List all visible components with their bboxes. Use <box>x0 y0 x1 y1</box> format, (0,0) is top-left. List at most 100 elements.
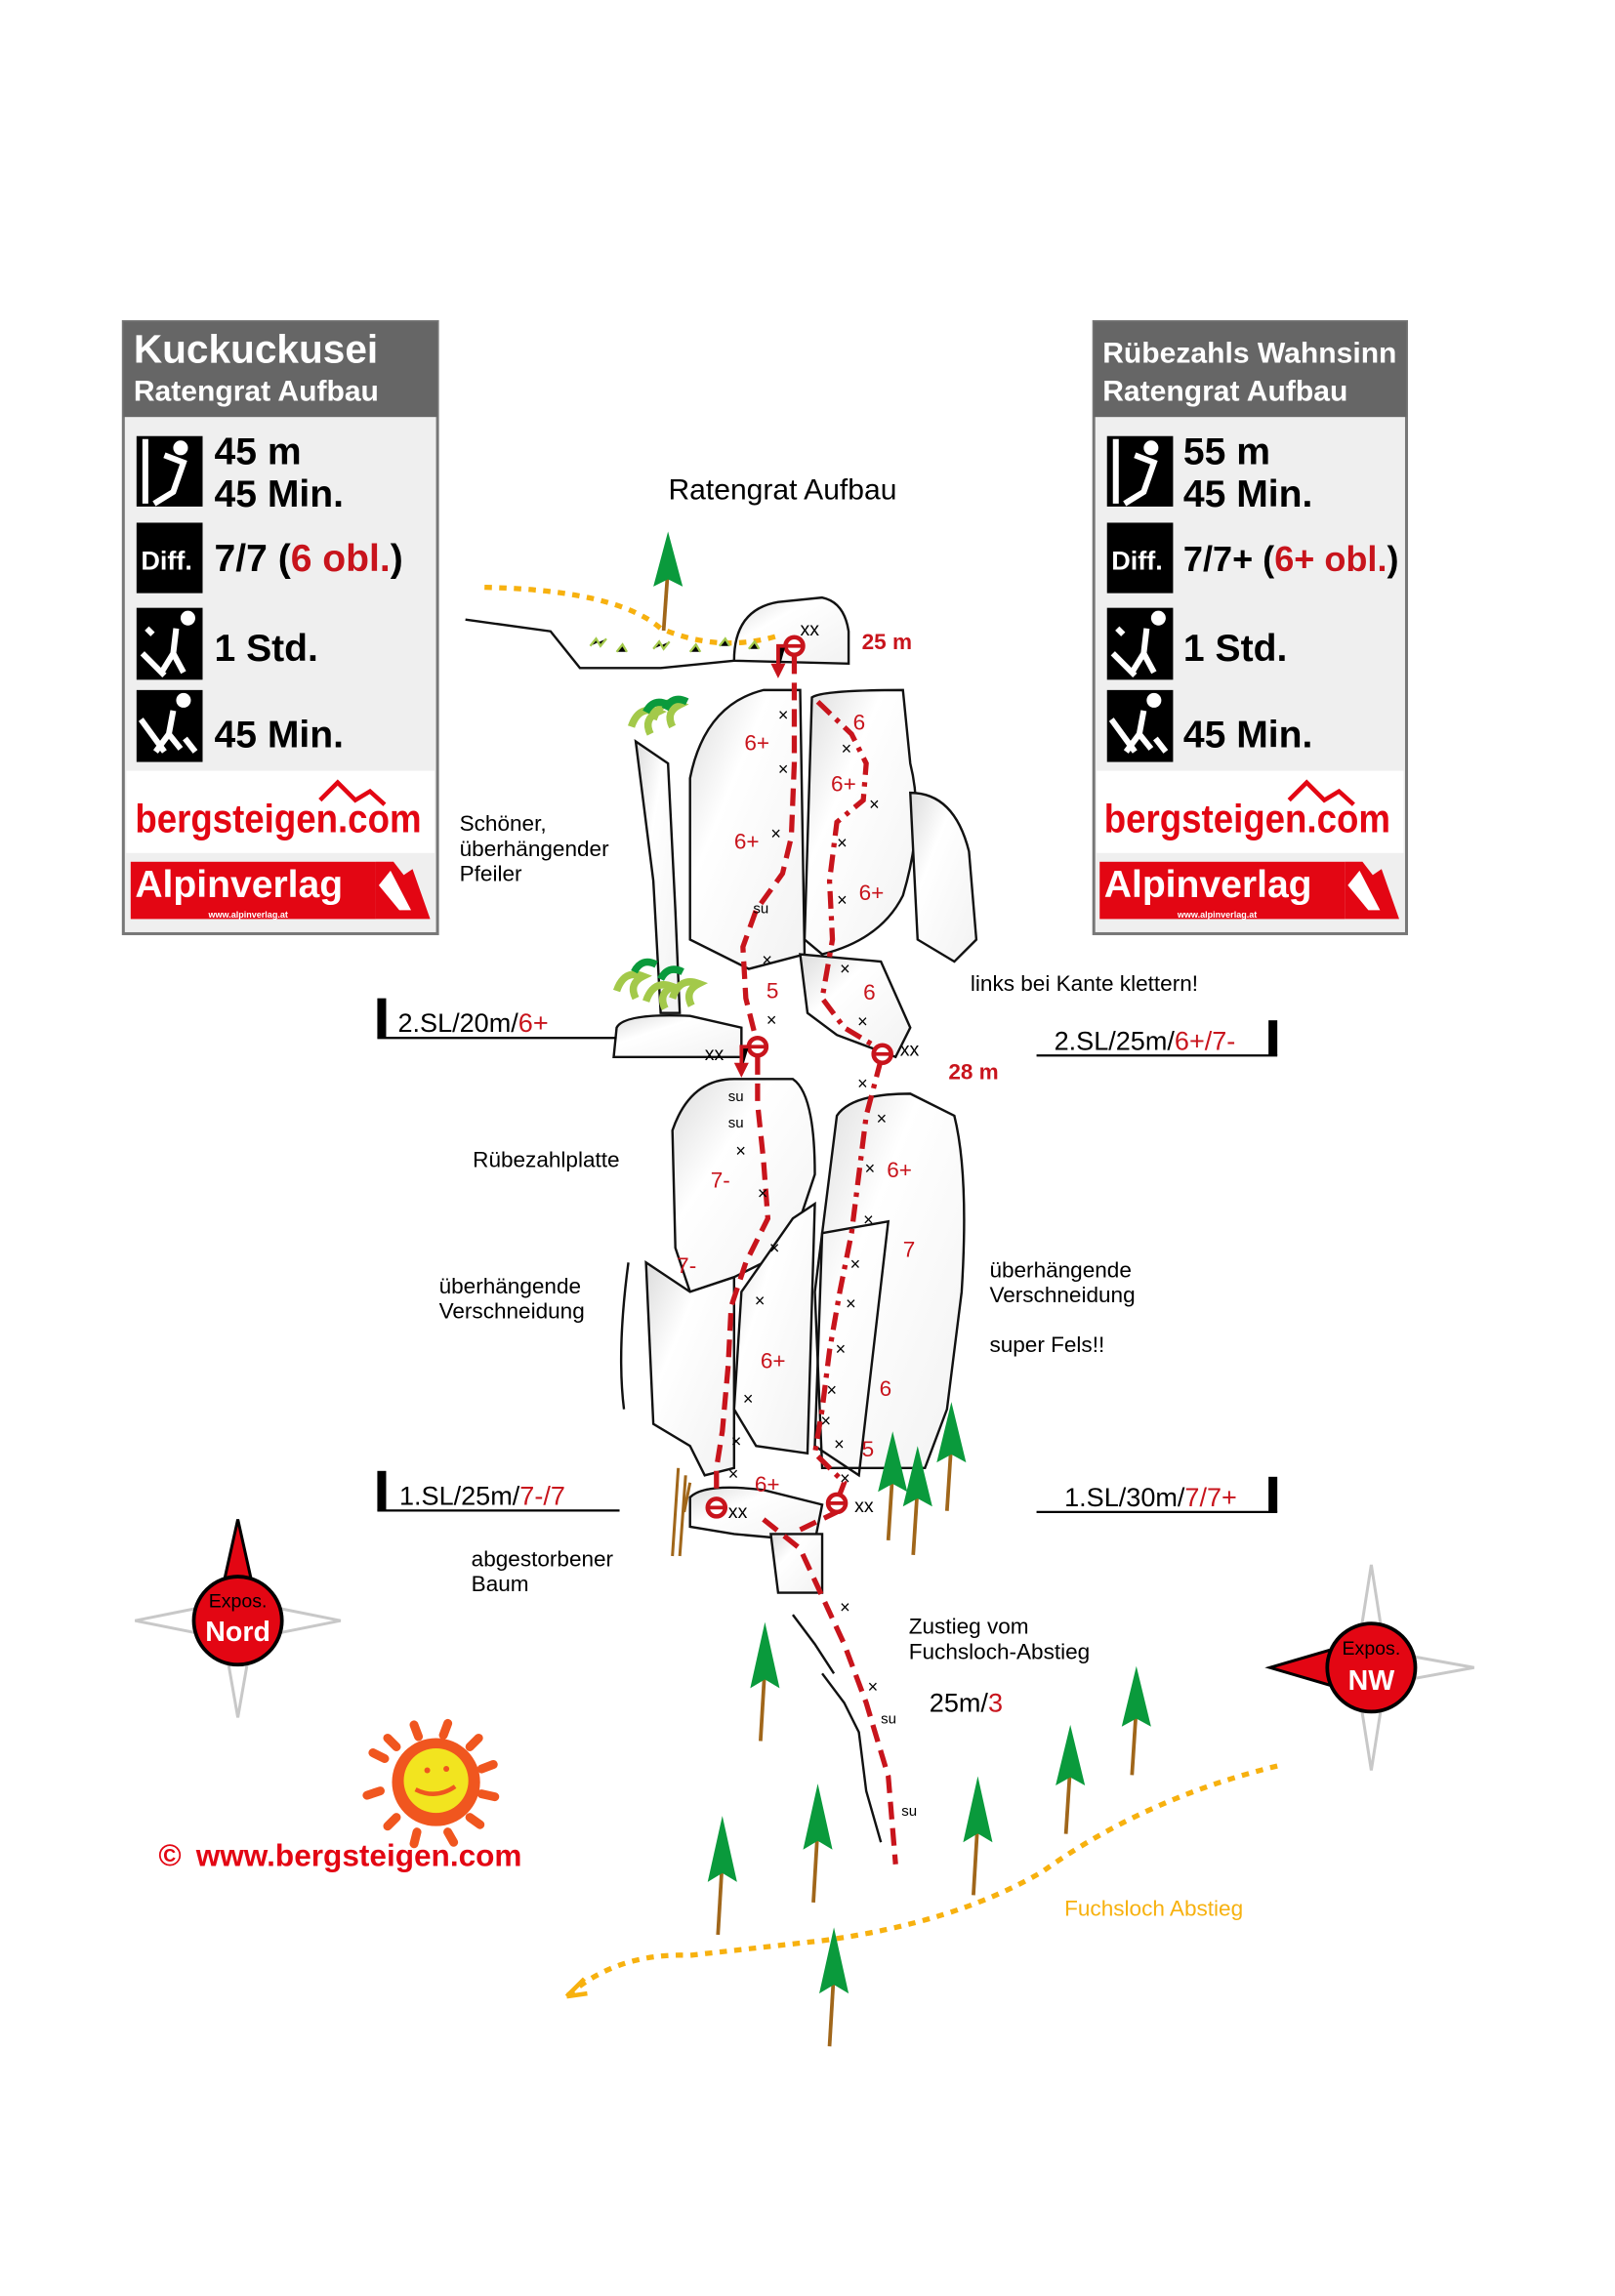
mountain-logo-icon <box>1287 779 1355 806</box>
svg-text:×: × <box>868 1677 879 1697</box>
left-info-panel: Kuckuckusei Ratengrat Aufbau 45 m 45 Min… <box>121 319 439 935</box>
svg-text:×: × <box>863 1210 874 1230</box>
svg-text:2.SL/25m/6+/7-: 2.SL/25m/6+/7- <box>1055 1026 1236 1055</box>
svg-text:su: su <box>901 1803 917 1820</box>
bergsteigen-logo: bergsteigen.com <box>1104 797 1390 841</box>
svg-text:×: × <box>827 1380 838 1400</box>
svg-text:1.SL/30m/7/7+: 1.SL/30m/7/7+ <box>1064 1483 1237 1512</box>
rappel-length-mid: 28 m <box>948 1059 998 1084</box>
bush-icons <box>612 695 709 1010</box>
dead-tree-icon <box>671 1467 692 1557</box>
svg-text:6+: 6+ <box>887 1158 912 1182</box>
approach-hiker-icon <box>136 607 203 680</box>
approach-route <box>762 1509 898 1865</box>
tree-icon <box>819 1927 849 2047</box>
arrow-icon <box>564 1977 588 1999</box>
svg-text:×: × <box>731 1432 742 1452</box>
compass-nord: Expos. Nord <box>135 1519 342 1718</box>
copyright: ©www.bergsteigen.com <box>158 1837 521 1872</box>
sand-hook-markers: su su su su su <box>728 900 917 1820</box>
svg-text:×: × <box>869 795 880 814</box>
svg-text:×: × <box>728 1464 739 1484</box>
svg-text:×: × <box>837 890 848 910</box>
svg-text:7-: 7- <box>711 1168 730 1193</box>
sun-logo-icon <box>362 1718 500 1849</box>
descent-hiker-icon <box>136 689 203 762</box>
route-area: Ratengrat Aufbau <box>1102 376 1347 408</box>
difficulty: 7/7 (6 obl.) <box>215 538 403 580</box>
svg-text:×: × <box>766 1010 777 1030</box>
svg-text:×: × <box>834 1435 845 1455</box>
svg-text:×: × <box>778 759 789 779</box>
svg-text:xx: xx <box>900 1039 920 1060</box>
tree-icon <box>936 1402 967 1511</box>
alpinverlag-logo: Alpinverlag <box>135 864 343 906</box>
fuchsloch-descent-path <box>564 1763 1278 1999</box>
alpinverlag-mountain-icon <box>378 870 412 911</box>
rock-formation <box>465 595 978 1843</box>
bolt-markers: ×× ×× ×× ×× ×× ×× ×× ×× ×× ×× ×× ×× ×× ×… <box>728 705 887 1696</box>
svg-text:su: su <box>728 1115 744 1131</box>
tree-icon <box>902 1446 932 1556</box>
svg-text:xx: xx <box>705 1044 725 1065</box>
difficulty-icon <box>1106 522 1174 594</box>
rappel-length-top: 25 m <box>862 630 912 654</box>
approach-time: 1 Std. <box>1183 628 1287 670</box>
tree-icon <box>963 1776 993 1896</box>
rappel-arrow-icons <box>707 643 891 1510</box>
route-name: Rübezahls Wahnsinn <box>1102 338 1396 370</box>
svg-text:×: × <box>755 1291 766 1310</box>
tree-icon <box>878 1431 908 1540</box>
route-area: Ratengrat Aufbau <box>134 376 379 408</box>
route-kuckuckusei <box>714 656 798 1500</box>
diff-label: Diff. <box>141 547 192 576</box>
difficulty: 7/7+ (6+ obl.) <box>1183 539 1399 579</box>
right-info-panel: Rübezahls Wahnsinn Ratengrat Aufbau 55 m… <box>1092 319 1408 935</box>
descent-time: 45 Min. <box>215 715 344 757</box>
svg-text:5: 5 <box>862 1437 875 1461</box>
compass-nw: Expos. NW <box>1264 1564 1474 1771</box>
svg-text:Expos.: Expos. <box>1343 1638 1401 1660</box>
approach-hiker-icon <box>1106 607 1174 680</box>
svg-text:×: × <box>758 1184 768 1204</box>
climber-icon <box>1106 435 1174 507</box>
climber-icon <box>136 435 203 507</box>
tree-icon <box>653 531 683 632</box>
svg-text:6+: 6+ <box>755 1472 780 1496</box>
descent-hiker-icon <box>1106 689 1174 762</box>
pitch-label-right-2: 2.SL/25m/6+/7- <box>1036 1020 1278 1057</box>
svg-text:×: × <box>857 1012 868 1032</box>
topo-title: Ratengrat Aufbau <box>668 473 896 506</box>
alpinverlag-url: www.alpinverlag.at <box>1177 910 1257 920</box>
svg-text:NW: NW <box>1348 1665 1395 1697</box>
svg-text:5: 5 <box>766 979 779 1004</box>
alpinverlag-logo: Alpinverlag <box>1104 864 1312 906</box>
tree-icon <box>750 1621 780 1742</box>
pitch-label-left-1: 1.SL/25m/7-/7 <box>377 1470 620 1512</box>
svg-text:×: × <box>762 951 772 970</box>
diff-label: Diff. <box>1111 547 1163 576</box>
route-length: 55 m <box>1183 430 1270 472</box>
svg-text:×: × <box>857 1074 868 1093</box>
svg-text:7: 7 <box>903 1237 916 1261</box>
route-ruebezahls-wahnsinn <box>811 699 884 1503</box>
grass-icons <box>589 636 761 653</box>
svg-text:6+: 6+ <box>831 772 856 797</box>
svg-text:×: × <box>769 1238 780 1257</box>
route-name: Kuckuckusei <box>134 327 378 372</box>
svg-text:×: × <box>743 1389 754 1409</box>
tree-icon <box>1056 1724 1086 1834</box>
svg-text:su: su <box>728 1088 744 1105</box>
svg-text:1.SL/25m/7-/7: 1.SL/25m/7-/7 <box>399 1481 565 1510</box>
approach-grade: 25m/3 <box>930 1688 1003 1717</box>
access-path <box>484 584 779 646</box>
svg-text:2.SL/20m/6+: 2.SL/20m/6+ <box>397 1008 548 1038</box>
anchor-labels: xx xx xx xx xx <box>705 619 920 1523</box>
svg-text:×: × <box>840 960 850 979</box>
approach-time: 1 Std. <box>215 628 318 670</box>
svg-text:6: 6 <box>863 980 876 1004</box>
